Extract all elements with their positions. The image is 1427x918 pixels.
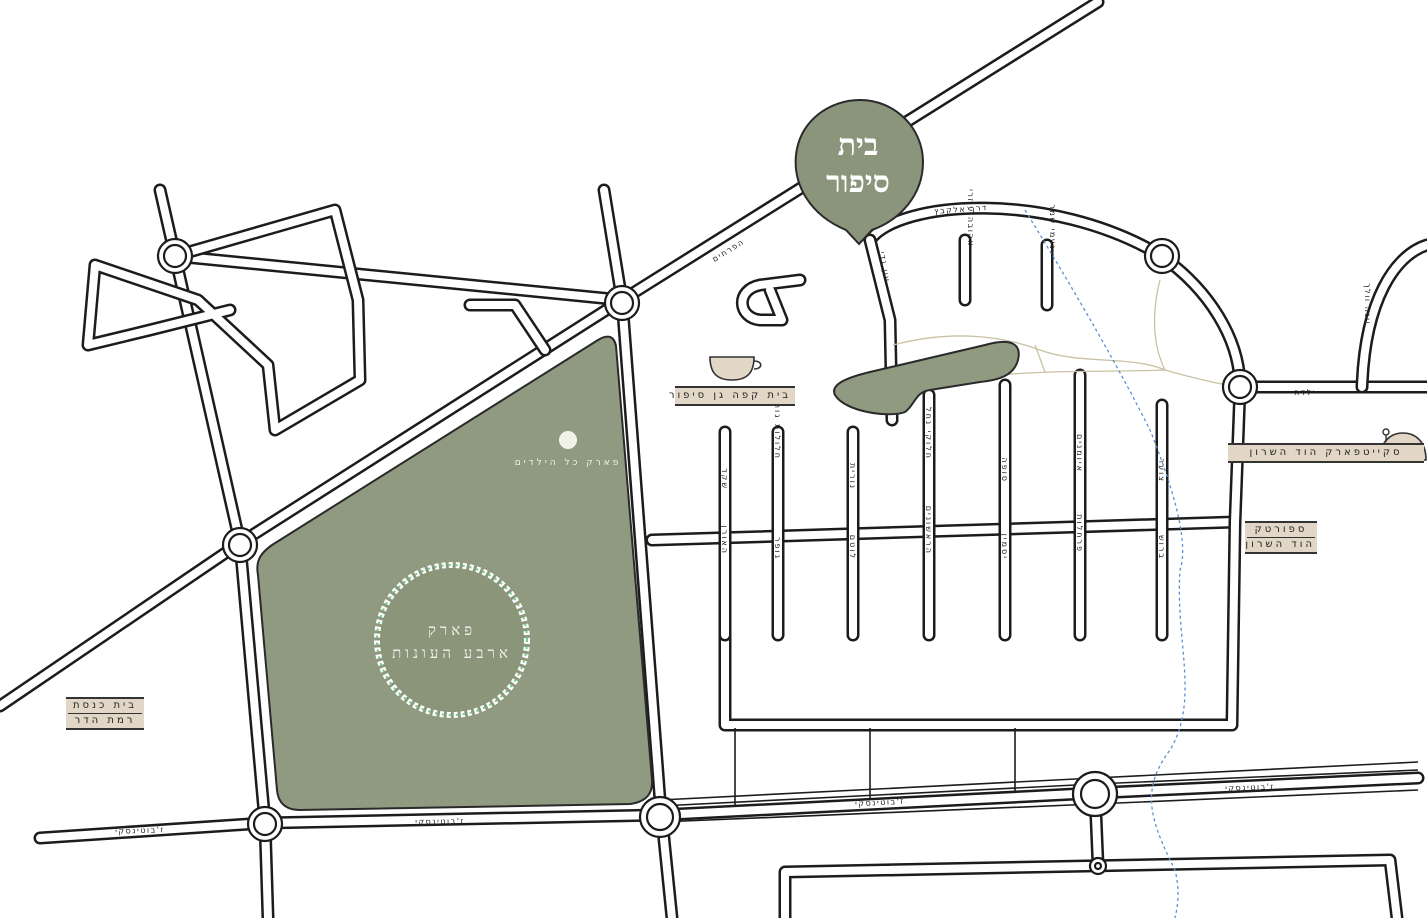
label-gofer: גופר	[773, 537, 782, 560]
label-derech-elkabetz: דרך אלקבץ	[934, 203, 988, 216]
poi-synagogue-label-1: בית כנסת	[68, 699, 142, 714]
label-shaked: שקד	[720, 468, 729, 490]
small-park-label: פארק כל הילדים	[515, 458, 622, 468]
small-park-marker[interactable]	[559, 431, 577, 449]
label-sufa: סופה	[1000, 457, 1009, 483]
small-park-area[interactable]	[833, 341, 1020, 416]
park-ring	[374, 562, 530, 718]
creek-line	[1024, 209, 1186, 918]
location-pin-icon[interactable]: בית סיפור	[794, 98, 925, 246]
walking-paths	[892, 279, 1241, 388]
label-ahava: אהובה עוזרי	[966, 189, 975, 247]
label-brosh: ברוש	[1157, 535, 1166, 560]
label-parhalut: פרחלות	[1075, 514, 1084, 553]
poi-skatepark[interactable]: סקייטפארק הוד השרון	[1228, 443, 1424, 463]
label-halukei-nahal: חלוקי נחל	[924, 407, 933, 460]
label-yona-wallach: יונה וולך	[1363, 283, 1372, 325]
label-harishonim: הראשונים	[924, 506, 933, 555]
label-tzvi: צוער	[1157, 459, 1166, 483]
label-zhabotinsky-1: ז'בוטינסקי	[115, 825, 165, 836]
poi-cafe[interactable]: בית קפה גן סיפור	[669, 386, 795, 406]
label-lotem: לוטם	[848, 535, 857, 560]
label-halulot: חלולות גוררים	[773, 386, 782, 460]
label-ivim: איומנים	[1075, 434, 1084, 473]
big-park-label-2: ארבע העונות	[392, 644, 512, 662]
label-zhabotinsky-3: ז'בוטינסקי	[855, 797, 905, 809]
poi-synagogue-label-2: רמת הדר	[74, 715, 136, 726]
label-naomi-shemer: נעמי שמר	[1048, 204, 1057, 250]
coffee-cup-icon	[709, 356, 762, 381]
poi-skatepark-label: סקייטפארק הוד השרון	[1249, 447, 1403, 458]
label-zhabotinsky-4: ז'בוטינסקי	[1225, 782, 1275, 793]
label-haorn: האורן	[720, 526, 729, 555]
poi-cafe-label: בית קפה גן סיפור	[668, 390, 791, 401]
poi-sportek[interactable]: ספורטק הוד השרון	[1245, 521, 1317, 554]
label-nurit: נורית	[848, 463, 857, 490]
street-labels: הפרחים עין גדי דרך אלקבץ אהובה עוזרי נעמ…	[115, 189, 1372, 836]
poi-sportek-label-1: ספורטק	[1247, 523, 1315, 538]
poi-synagogue[interactable]: בית כנסת רמת הדר	[66, 697, 144, 730]
label-yasmin: יסמין	[1000, 534, 1009, 560]
poi-sportek-label-2: הוד השרון	[1245, 539, 1315, 550]
logo-line-1: בית	[838, 128, 879, 163]
big-park-label-1: פארק	[428, 621, 476, 639]
logo-line-2: סיפור	[826, 165, 890, 200]
label-yalda: ילדה	[1294, 388, 1316, 397]
label-zhabotinsky-2: ז'בוטינסקי	[415, 817, 465, 827]
roundabouts	[156, 237, 1259, 876]
